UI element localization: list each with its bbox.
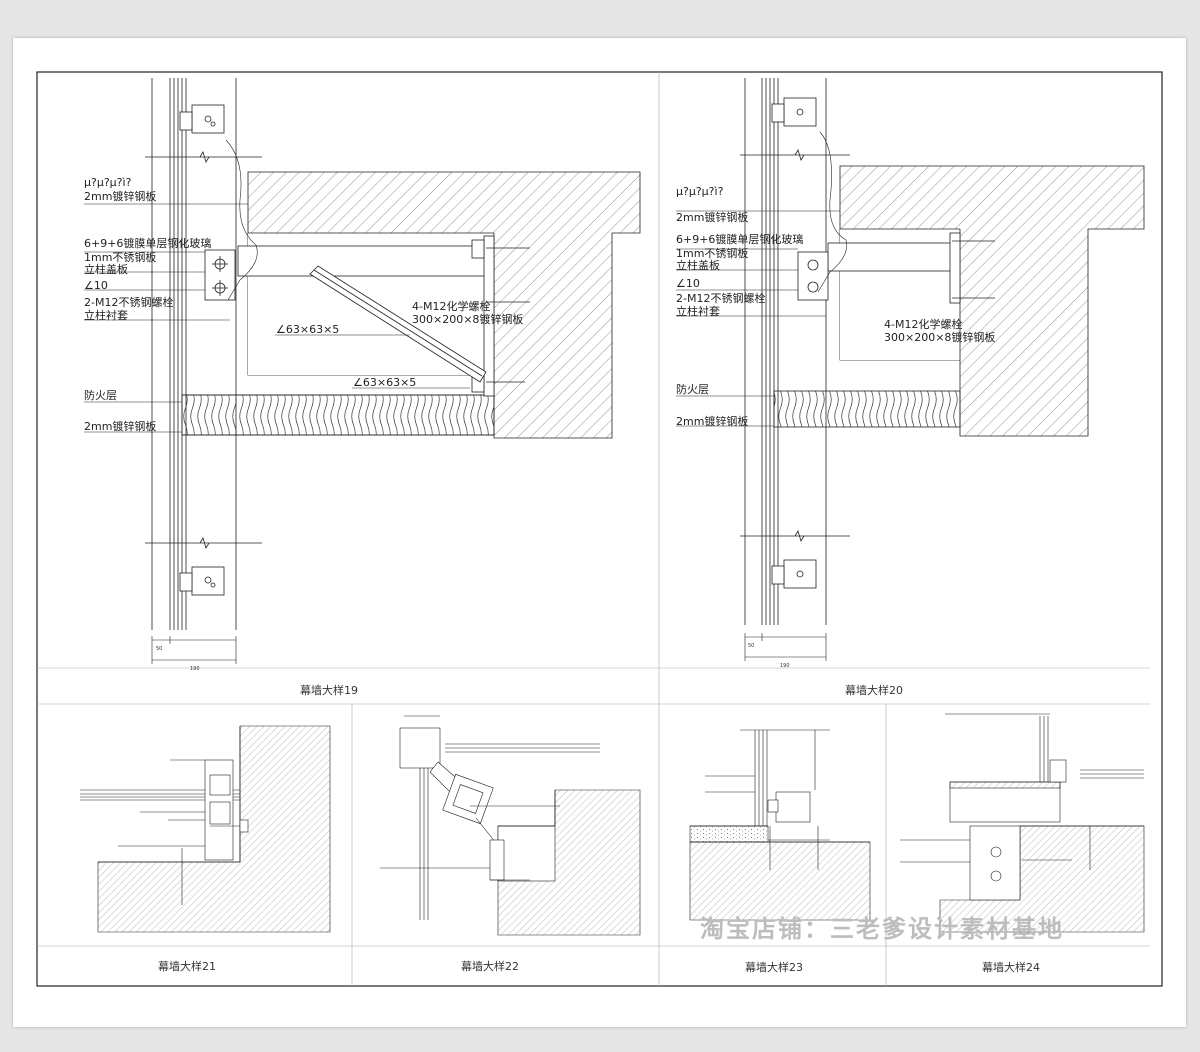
detail-22 bbox=[380, 715, 641, 936]
detail-23-title: 幕墙大样23 bbox=[745, 960, 803, 974]
d20-label-9: 4-M12化学螺栓 bbox=[884, 317, 962, 331]
d20-title: 幕墙大样20 bbox=[845, 683, 903, 697]
d19-label-9: 4-M12化学螺栓 bbox=[412, 299, 490, 313]
d19-label-2: 2mm镀锌钢板 bbox=[84, 189, 156, 203]
d19-label-11: ∠63×63×5 bbox=[276, 323, 339, 336]
d20-label-2: 2mm镀锌钢板 bbox=[676, 210, 748, 224]
d19-label-4: 1mm不锈钢板 bbox=[84, 250, 156, 264]
d19-title: 幕墙大样19 bbox=[300, 683, 358, 697]
d23-title: 幕墙大样23 bbox=[745, 960, 803, 974]
detail-20 bbox=[676, 78, 1145, 661]
d22-title: 幕墙大样22 bbox=[461, 959, 519, 973]
d19-label-10: 300×200×8镀锌钢板 bbox=[412, 312, 523, 326]
d20-label-7: 2-M12不锈钢螺栓 bbox=[676, 291, 765, 305]
d19-label-14: 2mm镀锌钢板 bbox=[84, 419, 156, 433]
detail-19-labels: μ?μ?μ?ì? 2mm镀锌钢板 6+9+6镀膜单层钢化玻璃 1mm不锈钢板 立… bbox=[84, 176, 523, 697]
detail-19 bbox=[84, 78, 641, 664]
detail-21-title: 幕墙大样21 bbox=[158, 959, 216, 973]
d19-label-3: 6+9+6镀膜单层钢化玻璃 bbox=[84, 236, 211, 250]
d20-label-4: 1mm不锈钢板 bbox=[676, 246, 748, 260]
d19-label-13: 防火层 bbox=[84, 388, 117, 402]
detail-20-labels: μ?μ?μ?ì? 2mm镀锌钢板 6+9+6镀膜单层钢化玻璃 1mm不锈钢板 立… bbox=[676, 185, 995, 697]
detail-24-title: 幕墙大样24 bbox=[982, 960, 1040, 974]
detail-21 bbox=[80, 725, 331, 933]
d19-dim-2: 190 bbox=[190, 666, 200, 672]
d24-title: 幕墙大样24 bbox=[982, 960, 1040, 974]
d20-label-10: 300×200×8镀锌钢板 bbox=[884, 330, 995, 344]
d19-label-7: 2-M12不锈钢螺栓 bbox=[84, 295, 173, 309]
d20-label-3: 6+9+6镀膜单层钢化玻璃 bbox=[676, 232, 803, 246]
d19-dim-1: 50 bbox=[156, 646, 162, 652]
d20-label-12: 2mm镀锌钢板 bbox=[676, 414, 748, 428]
drawing-frame bbox=[36, 71, 1163, 987]
detail-23 bbox=[689, 729, 871, 921]
d19-label-1: μ?μ?μ?ì? bbox=[84, 176, 132, 189]
d20-label-5: 立柱盖板 bbox=[676, 258, 720, 272]
d19-label-5: 立柱盖板 bbox=[84, 262, 128, 276]
d19-label-8: 立柱衬套 bbox=[84, 308, 128, 322]
detail-24 bbox=[900, 713, 1145, 933]
detail-22-title: 幕墙大样22 bbox=[461, 959, 519, 973]
watermark-text: 淘宝店铺：三老爹设计素材基地 bbox=[700, 915, 1064, 943]
d21-title: 幕墙大样21 bbox=[158, 959, 216, 973]
d19-label-6: ∠10 bbox=[84, 279, 108, 292]
d20-label-6: ∠10 bbox=[676, 277, 700, 290]
d20-dim-2: 190 bbox=[780, 663, 790, 669]
d19-label-12: ∠63×63×5 bbox=[353, 376, 416, 389]
d20-dim-1: 50 bbox=[748, 643, 754, 649]
d20-label-8: 立柱衬套 bbox=[676, 304, 720, 318]
d20-label-11: 防火层 bbox=[676, 382, 709, 396]
d20-label-1: μ?μ?μ?ì? bbox=[676, 185, 724, 198]
